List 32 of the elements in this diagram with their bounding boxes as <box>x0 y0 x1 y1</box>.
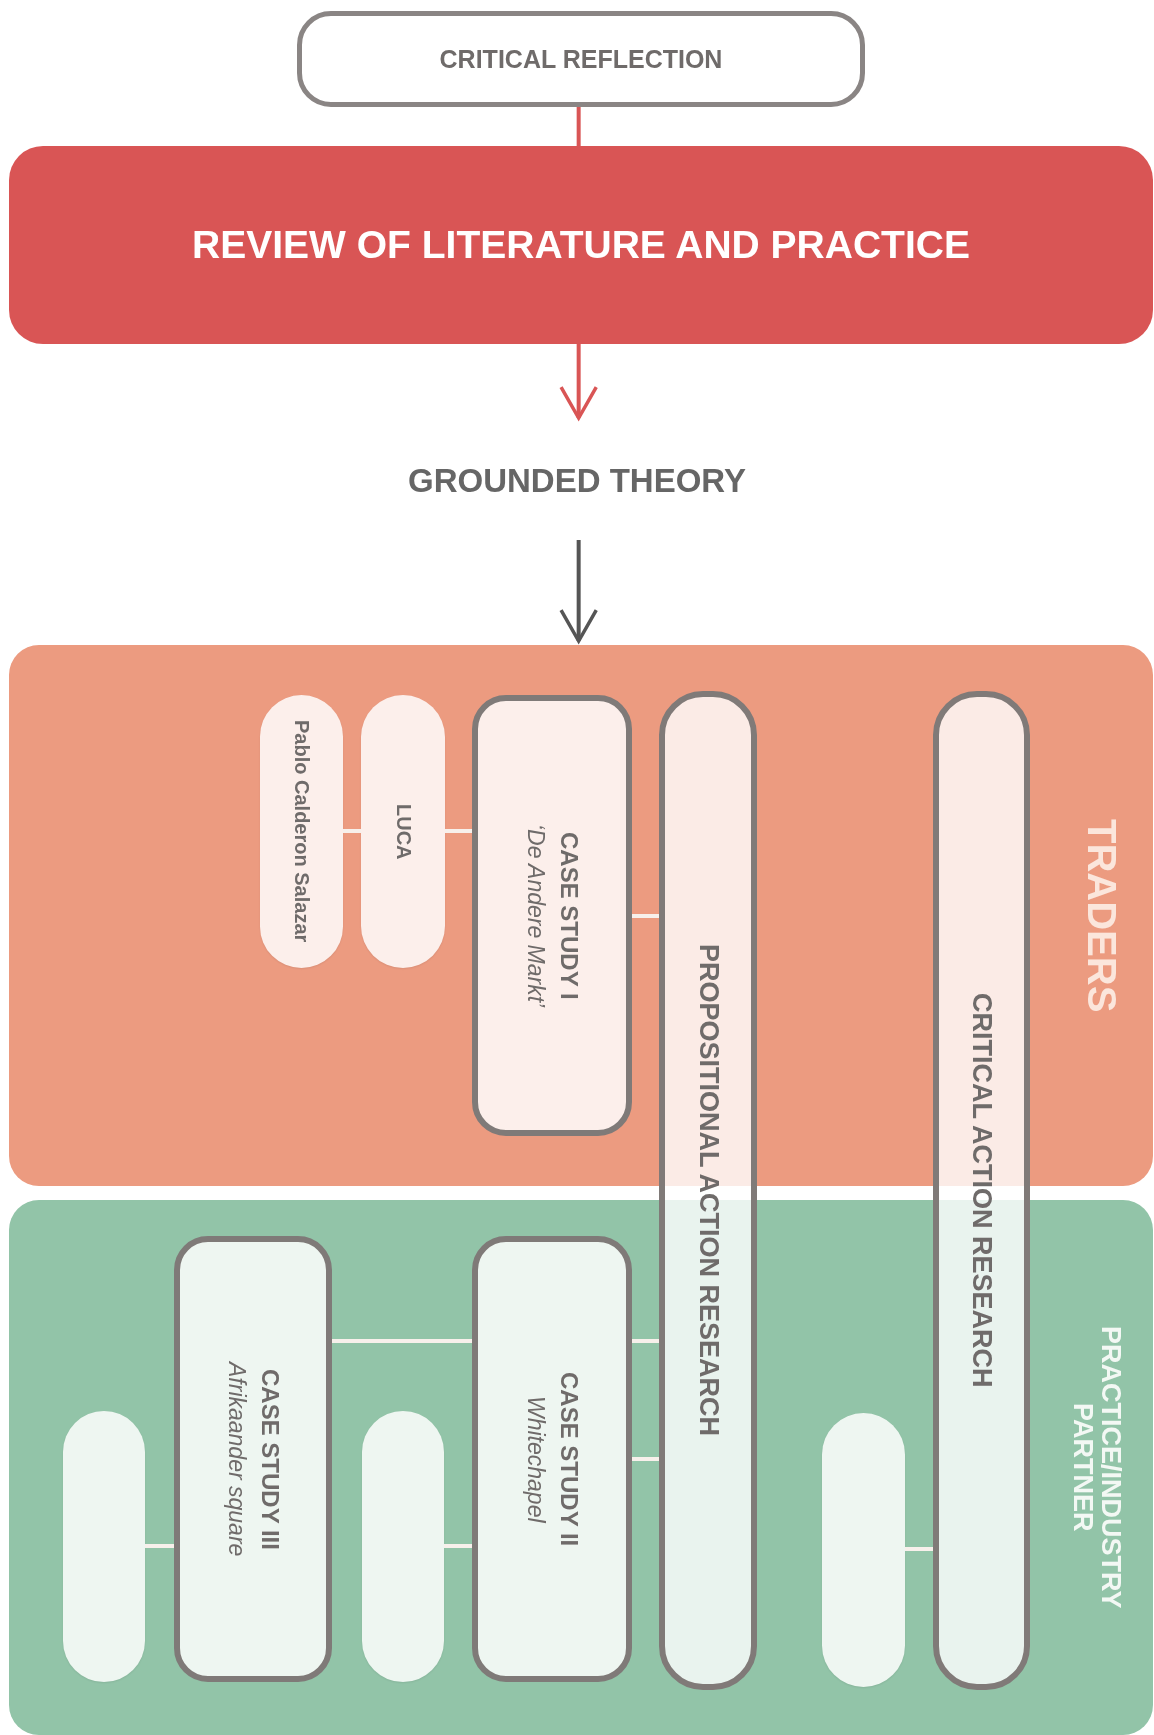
connector-line <box>145 1544 174 1548</box>
research-label: PROPOSITIONAL ACTION RESEARCH <box>692 944 724 1437</box>
review-title: REVIEW OF LITERATURE AND PRACTICE <box>192 223 970 267</box>
case-study-title: CASE STUDY I <box>554 831 583 1000</box>
case-study-box <box>472 695 632 1136</box>
connector-line <box>445 829 472 833</box>
arrow <box>559 540 598 643</box>
research-label: CRITICAL ACTION RESEARCH <box>966 993 997 1388</box>
partner-name: LUCA <box>391 803 415 860</box>
connector-line <box>632 914 659 918</box>
case-study-place: ‘De Andere Markt’ <box>521 823 549 1008</box>
reflection-box <box>297 11 865 107</box>
case-study-title: CASE STUDY II <box>554 1371 583 1547</box>
connector-line <box>343 829 361 833</box>
review-banner <box>9 146 1153 344</box>
case-study-box <box>472 1236 632 1682</box>
connector-line <box>632 1457 659 1461</box>
case-study-place: Whitechapel <box>521 1395 549 1523</box>
case-study-box <box>174 1236 332 1682</box>
case-study-place: Afrikaander square <box>222 1361 250 1557</box>
theory-label-text: GROUNDED THEORY <box>408 462 746 500</box>
case-study-title: CASE STUDY III <box>255 1368 284 1550</box>
reflection-label: CRITICAL REFLECTION <box>439 44 723 74</box>
connector-line <box>444 1544 472 1548</box>
group-heading: TRADERS <box>1080 818 1123 1013</box>
connector-line <box>332 1339 472 1343</box>
group-heading: PRACTICE/INDUSTRY PARTNER <box>1068 1325 1125 1611</box>
partner-name: Pablo Calderon Salazar <box>290 720 313 943</box>
connector-line <box>905 1547 933 1551</box>
connector-line <box>632 1339 659 1343</box>
connector-line <box>576 107 581 146</box>
arrow <box>559 344 598 420</box>
